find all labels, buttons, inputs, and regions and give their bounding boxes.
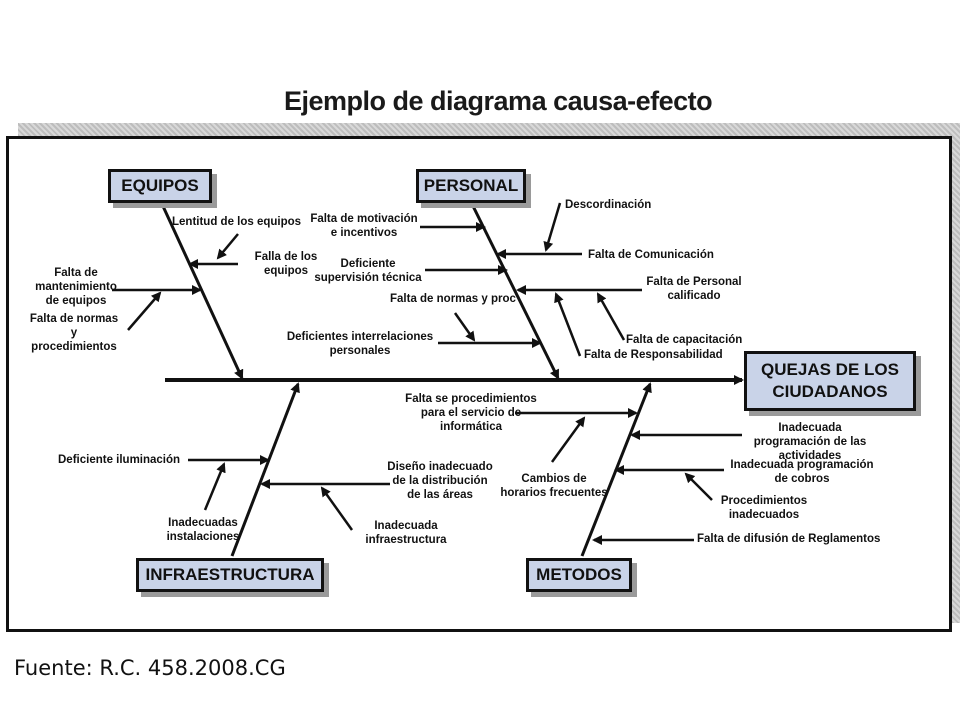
cause-inadecuada-infraestructura: Inadecuada infraestructura: [365, 520, 447, 546]
arrow-normas-proc: [453, 312, 476, 342]
cause-personal-calificado: Falta de Personal calificado: [646, 276, 742, 302]
category-equipos-box: EQUIPOS: [108, 169, 212, 203]
cause-iluminacion: Deficiente iluminación: [58, 454, 181, 466]
arrow-infraestructura: [320, 486, 354, 531]
cause-descordinacion: Descordinación: [565, 199, 652, 211]
category-infraestructura-label: INFRAESTRUCTURA: [145, 565, 315, 584]
arrow-responsabilidad: [554, 292, 582, 357]
cause-cambios-horarios: Cambios de horarios frecuentes: [500, 473, 608, 499]
arrow-cambios-horarios: [550, 416, 586, 463]
category-infraestructura-box: INFRAESTRUCTURA: [136, 558, 324, 592]
cause-mantenimiento-equipos: Falta de mantenimiento de equipos: [35, 267, 117, 307]
cause-motivacion: Falta de motivación e incentivos: [310, 213, 418, 239]
arrow-normas-equipos: [127, 291, 162, 331]
cause-programacion-actividades: Inadecuada programación de las actividad…: [753, 422, 867, 462]
cause-normas-procedimientos: Falta de normas y procedimientos: [29, 313, 119, 353]
source-note: Fuente: R.C. 458.2008.CG: [14, 656, 286, 680]
cause-falla-equipos: Falla de los equipos: [254, 251, 318, 277]
category-personal-label: PERSONAL: [423, 176, 519, 195]
category-metodos-label: METODOS: [536, 565, 622, 584]
category-personal-box: PERSONAL: [416, 169, 526, 203]
cause-lentitud-equipos: Lentitud de los equipos: [172, 216, 302, 228]
arrow-procedimientos-inadecuados: [684, 472, 713, 501]
cause-supervision: Deficiente supervisión técnica: [314, 258, 422, 284]
cause-responsabilidad: Falta de Responsabilidad: [584, 349, 723, 361]
category-equipos-label: EQUIPOS: [121, 176, 199, 195]
bone-equipos: [160, 203, 244, 380]
cause-interrelaciones: Deficientes interrelaciones personales: [286, 331, 434, 357]
bone-personal: [470, 203, 560, 380]
bone-infraestructura: [230, 382, 300, 557]
category-metodos-box: METODOS: [526, 558, 632, 592]
cause-normas-proc: Falta de normas y proc: [390, 293, 516, 305]
cause-procedimientos-informatica: Falta se procedimientos para el servicio…: [405, 393, 537, 433]
arrow-descordinacion: [543, 202, 562, 252]
page-title: Ejemplo de diagrama causa-efecto: [284, 86, 713, 116]
cause-capacitacion: Falta de capacitación: [626, 334, 743, 346]
arrow-capacitacion: [596, 292, 626, 341]
cause-diseno-distribucion: Diseño inadecuado de la distribución de …: [387, 461, 493, 501]
cause-comunicacion: Falta de Comunicación: [588, 249, 714, 261]
arrow-lentitud: [216, 233, 239, 260]
cause-procedimientos-inadecuados: Procedimientos inadecuados: [720, 495, 808, 521]
cause-programacion-cobros: Inadecuada programación de cobros: [730, 459, 874, 485]
effect-label: QUEJAS DE LOS CIUDADANOS: [761, 360, 899, 401]
arrow-instalaciones: [203, 462, 226, 511]
cause-difusion-reglamentos: Falta de difusión de Reglamentos: [697, 533, 881, 545]
cause-instalaciones: Inadecuadas instalaciones: [166, 517, 240, 543]
effect-box: QUEJAS DE LOS CIUDADANOS: [744, 351, 916, 411]
